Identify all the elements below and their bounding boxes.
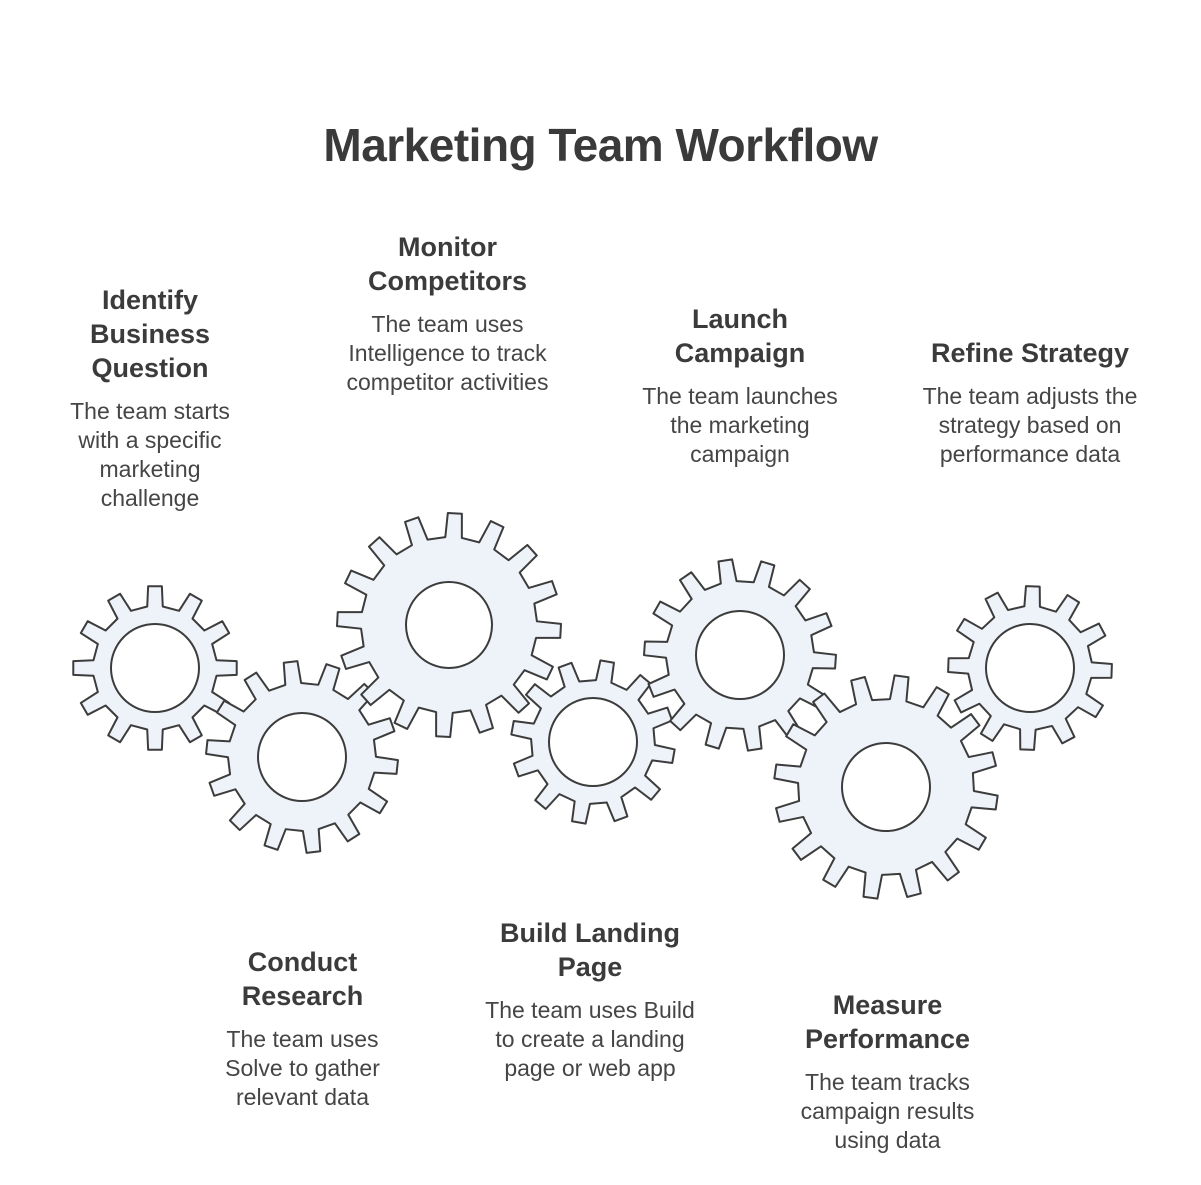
step-heading: Monitor Competitors	[367, 232, 527, 296]
gear-hole	[985, 623, 1075, 713]
step-description: The team tracks campaign results using d…	[800, 1069, 975, 1153]
step-description: The team uses Build to create a landing …	[485, 997, 695, 1081]
step-description: The team adjusts the strategy based on p…	[922, 383, 1138, 467]
step-heading: Conduct Research	[241, 947, 364, 1011]
gear-hole	[548, 697, 638, 787]
diagram-title: Marketing Team Workflow	[323, 119, 878, 171]
step-heading: Identify Business Question	[89, 285, 211, 383]
step-description: The team launches the marketing campaign	[642, 383, 838, 467]
step-description: The team uses Intelligence to track comp…	[346, 311, 549, 395]
gear-hole	[405, 581, 493, 669]
step-heading: Measure Performance	[804, 990, 971, 1054]
step-identify-business-question: Identify Business Question The team star…	[55, 283, 245, 513]
step-heading: Refine Strategy	[930, 338, 1130, 368]
gear-hole	[695, 610, 785, 700]
step-heading: Launch Campaign	[674, 304, 806, 368]
gear-hole	[110, 623, 200, 713]
step-description: The team starts with a specific marketin…	[70, 398, 230, 511]
step-conduct-research: Conduct Research The team uses Solve to …	[200, 945, 405, 1112]
step-measure-performance: Measure Performance The team tracks camp…	[775, 988, 1000, 1155]
step-launch-campaign: Launch Campaign The team launches the ma…	[625, 302, 855, 469]
step-build-landing-page: Build Landing Page The team uses Build t…	[485, 916, 695, 1083]
step-refine-strategy: Refine Strategy The team adjusts the str…	[915, 336, 1145, 469]
gear-hole	[257, 712, 347, 802]
step-description: The team uses Solve to gather relevant d…	[225, 1026, 380, 1110]
step-heading: Build Landing Page	[500, 918, 680, 982]
step-monitor-competitors: Monitor Competitors The team uses Intell…	[345, 230, 550, 397]
gear-hole	[841, 742, 931, 832]
